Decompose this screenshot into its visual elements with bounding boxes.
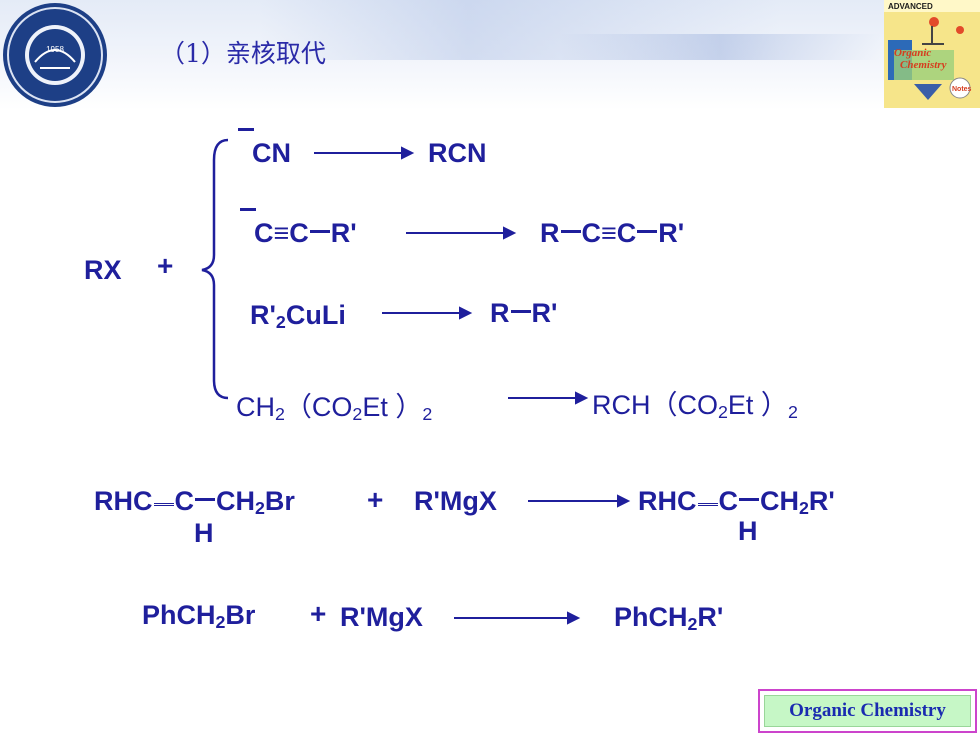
plus-sign: + [157,250,174,281]
footer-label: Organic Chemistry [764,695,971,727]
reactant-benzyl-bromide: PhCH2Br [142,600,256,632]
badge-chemistry-text: Chemistry [900,59,947,71]
arrowhead-rxn5 [617,494,631,508]
header-decoration [260,0,780,60]
single-bond [637,229,658,233]
arrowhead-rxn4 [575,391,589,405]
double-bond [697,494,718,506]
arrowhead-rxn2 [503,226,517,240]
hydrogen-label: H [738,516,758,546]
arrowhead-rxn6 [567,611,581,625]
plus-sign: + [367,484,384,515]
badge-top-text: ADVANCED [888,2,933,11]
single-bond [739,497,759,501]
university-logo: 1958 [3,3,107,107]
arrowhead-rxn3 [459,306,473,320]
badge-organic-text: Organic [894,47,931,59]
reagent-rx: RX [84,255,122,285]
reagent-gilman: R'2CuLi [250,300,346,332]
negative-charge-bar [238,128,254,131]
reagent-grignard: R'MgX [340,602,423,632]
header-decoration-streak [560,34,880,60]
single-bond [560,229,581,233]
reaction-brace [201,138,229,400]
arrowhead-rxn1 [401,146,415,160]
single-bond [510,309,531,313]
footer-organic-chemistry[interactable]: Organic Chemistry [758,689,977,733]
badge-notes-text: Notes [952,86,972,93]
single-bond [309,229,330,233]
product-alkyl-malonate: RCH（CO2Et ）2 [592,390,798,422]
page-title: （1）亲核取代 [160,39,326,68]
logo-year: 1958 [46,45,64,54]
nucleophile-cn: CN [252,138,291,168]
single-bond [195,497,215,501]
double-bond [153,494,174,506]
reagent-malonate: CH2（CO2Et ）2 [236,392,433,424]
product-benzyl: PhCH2R' [614,602,724,634]
organic-chemistry-badge: ADVANCED Organic Chemistry Notes [884,0,980,108]
hydrogen-label: H [194,518,214,548]
plus-sign: + [310,598,327,629]
negative-charge-bar [240,208,256,211]
product-rcn: RCN [428,138,487,168]
reagent-grignard: R'MgX [414,486,497,516]
